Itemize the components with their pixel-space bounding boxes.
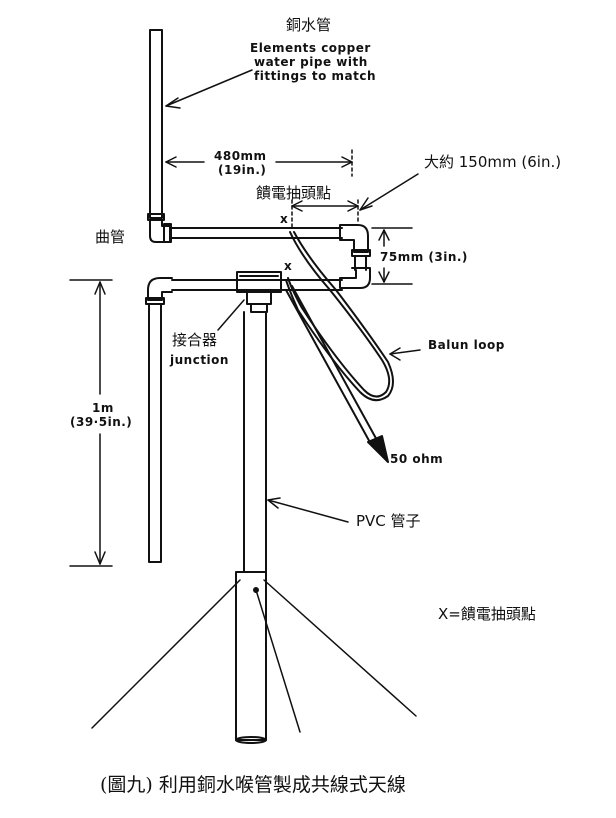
approx-150mm-label: 大約 150mm (6in.) — [424, 153, 562, 171]
leader-arrows — [165, 69, 421, 523]
junction-label-en: junction — [170, 353, 229, 367]
pvc-pipe-label: PVC 管子 — [356, 512, 421, 530]
legend-feed-tap: X=饋電抽頭點 — [438, 605, 536, 623]
fifty-ohm-label: 50 ohm — [390, 452, 444, 466]
lower-horizontal-pipe — [171, 279, 343, 291]
dimension-1m — [69, 279, 113, 567]
guy-wires — [91, 579, 417, 733]
lower-elbow-fitting — [145, 277, 173, 305]
upper-elbow-fitting — [149, 219, 172, 243]
dimension-75mm — [371, 227, 413, 285]
feed-tap-point-label: 饋電抽頭點 — [256, 184, 332, 202]
dimension-150mm — [291, 199, 359, 231]
junction-label-cn: 接合器 — [172, 331, 218, 349]
height-in-label: (39·5in.) — [70, 415, 133, 429]
dimension-480mm — [165, 149, 353, 177]
upper-element-pipe — [147, 29, 165, 221]
elements-label-line3: fittings to match — [254, 69, 377, 83]
width-mm-label: 480mm — [214, 149, 267, 163]
t-junction-fitting — [236, 271, 282, 313]
elements-label-line2: water pipe with — [254, 55, 368, 69]
pvc-mast — [235, 311, 267, 744]
upper-horizontal-pipe — [169, 227, 343, 239]
height-1m-label: 1m — [92, 401, 114, 415]
figure-caption: (圖九) 利用銅水喉管製成共線式天線 — [100, 774, 406, 796]
feed-tap-mark-upper: x — [280, 212, 289, 226]
elements-label-line1: Elements copper — [250, 41, 371, 55]
coax-feed-line — [285, 285, 389, 463]
feed-tap-mark-lower: x — [284, 259, 293, 273]
copper-pipe-label-cn: 銅水管 — [286, 16, 332, 34]
width-in-label: (19in.) — [218, 163, 267, 177]
gap-75mm-label: 75mm (3in.) — [380, 250, 468, 264]
balun-loop-wire — [285, 231, 394, 402]
right-bend-fitting — [339, 224, 371, 289]
elbow-label: 曲管 — [95, 228, 126, 246]
balun-loop-label: Balun loop — [428, 338, 505, 352]
lower-element-pipe — [148, 303, 162, 563]
